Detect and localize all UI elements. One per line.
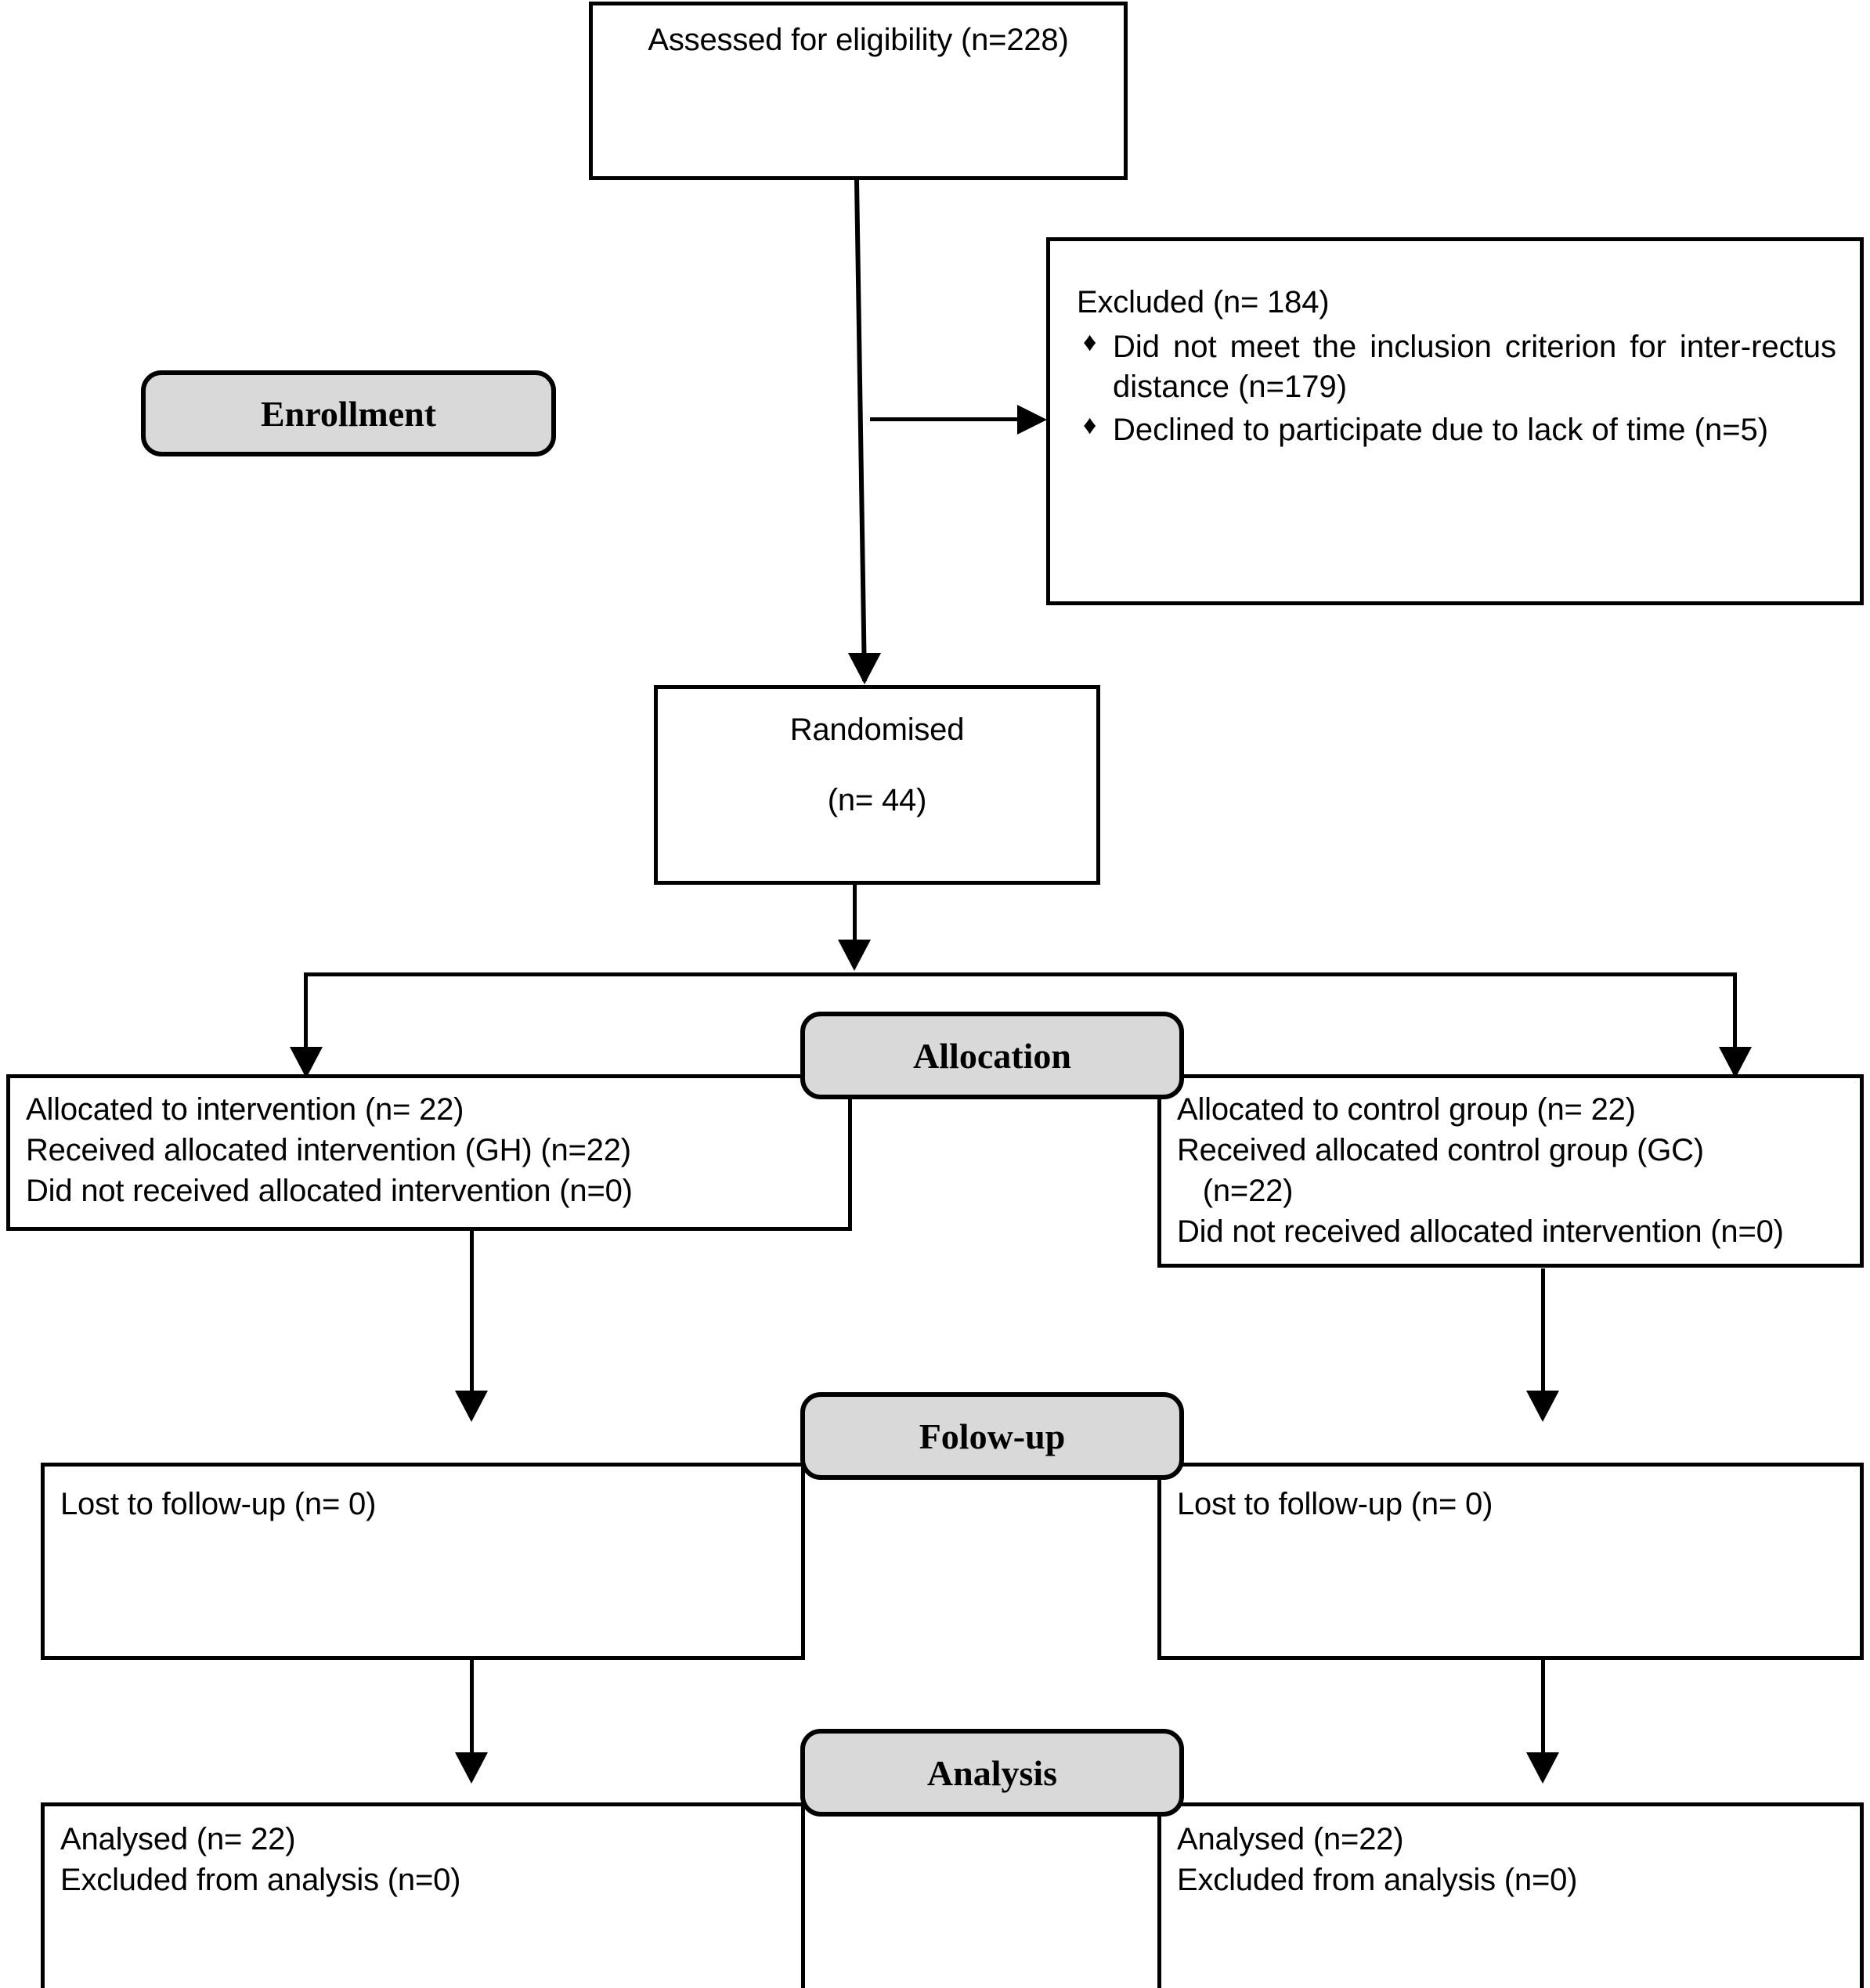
stage-allocation-text: Allocation <box>913 1035 1071 1076</box>
alloc-right-line-3: (n=22) <box>1177 1174 1294 1208</box>
connector-randomised-down <box>853 885 857 960</box>
connector-alloc-right-to-followup <box>1541 1268 1545 1411</box>
alloc-left-line-2: Received allocated intervention (GH) (n=… <box>26 1133 631 1167</box>
node-lost-to-followup-left: Lost to follow-up (n= 0) <box>41 1463 805 1660</box>
diamond-bullet-icon: ♦ <box>1083 327 1097 357</box>
arrowhead-allocation-right <box>1719 1047 1752 1078</box>
alloc-right-line-4: Did not received allocated intervention … <box>1177 1214 1784 1249</box>
alloc-right-line-1: Allocated to control group (n= 22) <box>1177 1092 1636 1127</box>
followup-right-line-1: Lost to follow-up (n= 0) <box>1177 1487 1493 1521</box>
connector-eligibility-to-randomised <box>846 180 877 681</box>
node-allocated-control: Allocated to control group (n= 22) Recei… <box>1157 1074 1864 1268</box>
excluded-reason-1: Did not meet the inclusion criterion for… <box>1113 330 1836 405</box>
followup-left-line-1: Lost to follow-up (n= 0) <box>60 1487 377 1521</box>
assessed-for-eligibility-text: Assessed for eligibility (n=228) <box>648 23 1069 57</box>
arrowhead-to-excluded <box>1017 405 1047 435</box>
allocation-bus-right-drop <box>1733 972 1737 1074</box>
arrowhead-randomised-down <box>838 940 871 971</box>
node-analysed-left: Analysed (n= 22) Excluded from analysis … <box>41 1802 805 1988</box>
node-randomised: Randomised (n= 44) <box>654 685 1100 885</box>
allocation-bus-left-drop <box>304 972 308 1074</box>
arrowhead-followup-left <box>455 1391 488 1422</box>
diamond-bullet-icon: ♦ <box>1083 410 1097 441</box>
stage-label-followup: Folow-up <box>800 1392 1184 1480</box>
arrowhead-allocation-left <box>290 1047 323 1078</box>
node-lost-to-followup-right: Lost to follow-up (n= 0) <box>1157 1463 1864 1660</box>
connector-to-excluded <box>870 417 1019 421</box>
excluded-reason-list: ♦ Did not meet the inclusion criterion f… <box>1077 327 1836 451</box>
stage-label-allocation: Allocation <box>800 1012 1184 1099</box>
list-item: ♦ Did not meet the inclusion criterion f… <box>1077 327 1836 407</box>
arrowhead-followup-right <box>1526 1391 1559 1422</box>
connector-alloc-left-to-followup <box>470 1231 474 1411</box>
stage-label-analysis: Analysis <box>800 1729 1184 1817</box>
list-item: ♦ Declined to participate due to lack of… <box>1077 410 1836 450</box>
alloc-left-line-1: Allocated to intervention (n= 22) <box>26 1092 464 1127</box>
analysis-left-line-1: Analysed (n= 22) <box>60 1822 296 1856</box>
node-assessed-for-eligibility: Assessed for eligibility (n=228) <box>589 2 1128 180</box>
excluded-reason-2: Declined to participate due to lack of t… <box>1113 413 1769 448</box>
connector-followup-left-to-analysis <box>470 1660 474 1779</box>
arrowhead-to-randomised <box>848 653 881 684</box>
allocation-split-bus <box>304 972 1737 976</box>
node-excluded: Excluded (n= 184) ♦ Did not meet the inc… <box>1046 237 1864 605</box>
excluded-heading: Excluded (n= 184) <box>1077 285 1330 319</box>
analysis-left-line-2: Excluded from analysis (n=0) <box>60 1863 461 1897</box>
arrowhead-analysis-left <box>455 1752 488 1784</box>
stage-label-enrollment: Enrollment <box>141 370 556 456</box>
node-analysed-right: Analysed (n=22) Excluded from analysis (… <box>1157 1802 1864 1988</box>
connector-followup-right-to-analysis <box>1541 1660 1545 1779</box>
analysis-right-line-1: Analysed (n=22) <box>1177 1822 1404 1856</box>
stage-followup-text: Folow-up <box>919 1416 1066 1456</box>
alloc-left-line-3: Did not received allocated intervention … <box>26 1174 633 1208</box>
stage-enrollment-text: Enrollment <box>260 393 437 434</box>
alloc-right-line-2: Received allocated control group (GC) <box>1177 1133 1704 1167</box>
node-allocated-intervention: Allocated to intervention (n= 22) Receiv… <box>6 1074 852 1231</box>
analysis-right-line-2: Excluded from analysis (n=0) <box>1177 1863 1578 1897</box>
stage-analysis-text: Analysis <box>926 1752 1058 1793</box>
randomised-line-2: (n= 44) <box>827 783 927 817</box>
randomised-line-1: Randomised <box>789 713 965 747</box>
arrowhead-analysis-right <box>1526 1752 1559 1784</box>
